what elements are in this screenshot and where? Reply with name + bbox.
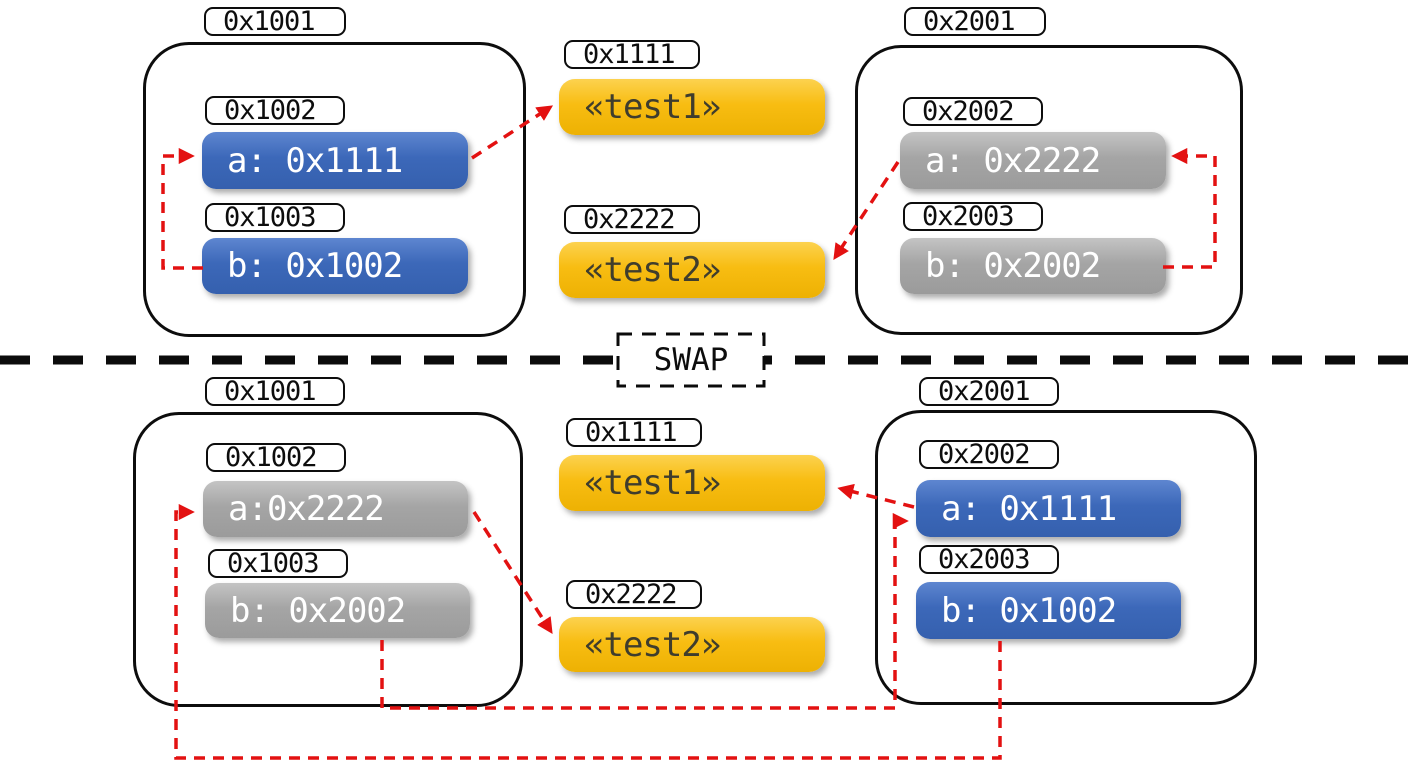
before-string1-address: 0x1111 <box>564 39 700 70</box>
before-frame2-slot-b-address: 0x2003 <box>903 201 1043 232</box>
after-string1-box: «test1» <box>559 455 825 511</box>
after-frame1-slot-b-address: 0x1003 <box>208 548 348 579</box>
before-frame1-slot-b-address: 0x1003 <box>205 202 345 233</box>
before-frame1-slot-b-box: b: 0x1002 <box>202 238 468 294</box>
after-string2-box: «test2» <box>559 617 825 672</box>
before-frame2-slot-b-box: b: 0x2002 <box>900 238 1166 294</box>
before-string2-address: 0x2222 <box>564 204 700 235</box>
before-frame1-address-tab: 0x1001 <box>204 6 346 37</box>
before-frame1-slot-a-address: 0x1002 <box>205 95 345 126</box>
after-string1-address: 0x1111 <box>566 417 702 448</box>
after-frame1-slot-b-box: b: 0x2002 <box>205 583 470 638</box>
before-frame1-slot-a-box: a: 0x1111 <box>202 132 468 189</box>
after-frame2-slot-a-box: a: 0x1111 <box>916 480 1181 537</box>
before-string2-box: «test2» <box>559 242 825 298</box>
after-frame2-slot-a-address: 0x2002 <box>919 439 1059 470</box>
after-frame1-slot-a-address: 0x1002 <box>206 442 346 473</box>
before-frame2-slot-a-address: 0x2002 <box>903 96 1043 127</box>
before-frame2-address-tab: 0x2001 <box>904 6 1046 37</box>
after-frame2-slot-b-address: 0x2003 <box>919 544 1059 575</box>
after-frame2-slot-b-box: b: 0x1002 <box>916 582 1181 639</box>
after-frame2-address-tab: 0x2001 <box>919 376 1059 407</box>
before-frame2-slot-a-box: a: 0x2222 <box>900 132 1166 189</box>
after-frame1-slot-a-box: a:0x2222 <box>203 481 468 537</box>
after-string2-address: 0x2222 <box>566 579 702 610</box>
after-frame1-address-tab: 0x1001 <box>205 376 345 407</box>
swap-label: SWAP <box>653 342 729 378</box>
before-string1-box: «test1» <box>559 79 825 135</box>
